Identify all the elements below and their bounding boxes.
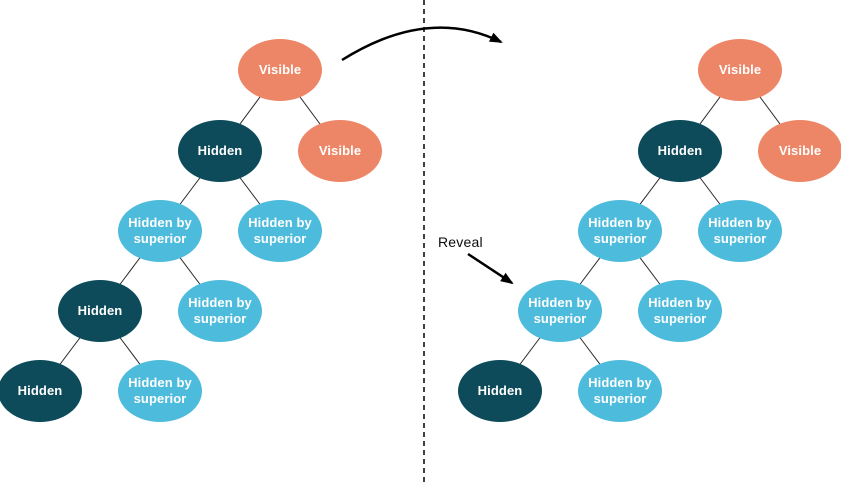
tree-node-label: Hidden by superior <box>588 214 652 246</box>
tree-node-hidden-by-superior: Hidden by superior <box>118 360 202 422</box>
tree-node-hidden-by-superior: Hidden by superior <box>698 200 782 262</box>
tree-node-label: Hidden <box>197 142 243 158</box>
tree-node-hidden-by-superior: Hidden by superior <box>238 200 322 262</box>
tree-node-label: Hidden by superior <box>528 294 592 326</box>
tree-node-hidden-by-superior: Hidden by superior <box>578 360 662 422</box>
transition-arrow <box>341 26 503 62</box>
tree-node-label: Hidden by superior <box>648 294 712 326</box>
tree-node-label: Visible <box>718 61 762 77</box>
tree-node-label: Hidden by superior <box>708 214 772 246</box>
tree-node-hidden: Hidden <box>638 120 722 182</box>
tree-node-label: Visible <box>318 142 362 158</box>
tree-node-hidden-by-superior: Hidden by superior <box>518 280 602 342</box>
tree-node-hidden: Hidden <box>178 120 262 182</box>
tree-node-label: Hidden by superior <box>588 374 652 406</box>
tree-node-label: Visible <box>778 142 822 158</box>
tree-node-hidden: Hidden <box>458 360 542 422</box>
tree-node-visible: Visible <box>698 39 782 101</box>
tree-node-label: Hidden <box>17 382 63 398</box>
tree-node-hidden: Hidden <box>0 360 82 422</box>
tree-node-label: Hidden <box>477 382 523 398</box>
reveal-arrow <box>467 252 514 285</box>
tree-node-hidden-by-superior: Hidden by superior <box>578 200 662 262</box>
tree-node-label: Hidden by superior <box>188 294 252 326</box>
tree-node-visible: Visible <box>758 120 841 182</box>
tree-node-visible: Visible <box>298 120 382 182</box>
tree-node-hidden-by-superior: Hidden by superior <box>178 280 262 342</box>
tree-node-visible: Visible <box>238 39 322 101</box>
tree-node-label: Hidden <box>657 142 703 158</box>
tree-node-label: Hidden <box>77 302 123 318</box>
tree-node-label: Hidden by superior <box>128 214 192 246</box>
tree-node-label: Hidden by superior <box>128 374 192 406</box>
tree-node-hidden-by-superior: Hidden by superior <box>118 200 202 262</box>
tree-node-hidden: Hidden <box>58 280 142 342</box>
tree-node-label: Hidden by superior <box>248 214 312 246</box>
tree-node-label: Visible <box>258 61 302 77</box>
tree-node-hidden-by-superior: Hidden by superior <box>638 280 722 342</box>
reveal-label: Reveal <box>438 234 483 250</box>
